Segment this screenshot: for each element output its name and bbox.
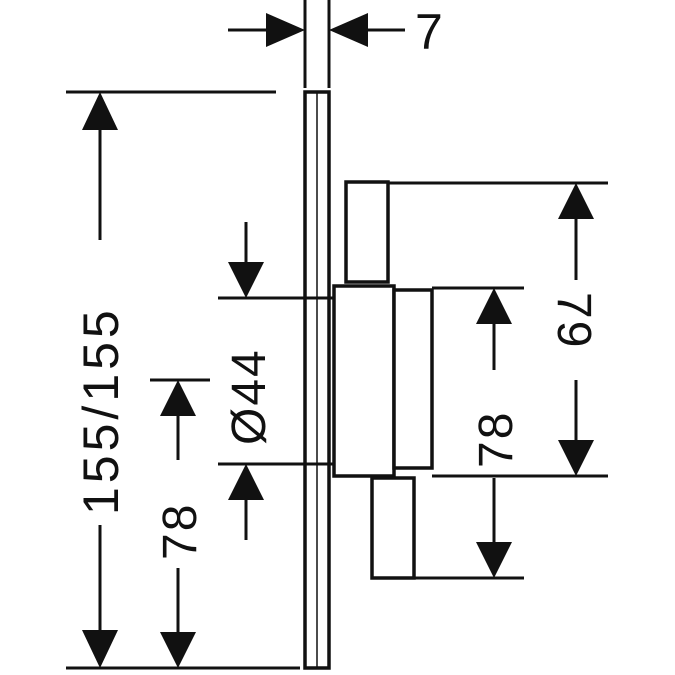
arrow-down-icon xyxy=(160,632,196,668)
diameter-dimension: Ø44 xyxy=(218,222,334,540)
cover-plate xyxy=(303,90,331,670)
center-to-top-dimension: 79 xyxy=(388,181,608,478)
arrow-up-icon xyxy=(228,464,264,500)
arrow-up-icon xyxy=(82,92,118,130)
diameter-label: Ø44 xyxy=(223,348,276,445)
arrow-down-icon xyxy=(228,262,264,298)
thickness-dimension: 7 xyxy=(228,0,447,88)
lower-knob xyxy=(370,476,416,580)
arrow-up-icon xyxy=(160,380,196,416)
arrow-down-icon xyxy=(558,440,594,476)
center-to-top-label: 79 xyxy=(547,292,600,349)
arrow-up-icon xyxy=(476,288,512,324)
arrow-down-icon xyxy=(82,630,118,668)
lower-half-label: 78 xyxy=(154,503,207,560)
plate-height-dimension: 155/155 xyxy=(66,90,300,670)
arrow-right-icon xyxy=(266,13,305,47)
arrow-left-icon xyxy=(329,13,368,47)
plate-height-label: 155/155 xyxy=(73,306,129,515)
arrow-down-icon xyxy=(476,542,512,578)
lower-half-dimension: 78 xyxy=(150,378,210,668)
upper-knob xyxy=(344,180,390,284)
center-to-bottom-dimension: 78 xyxy=(414,286,524,580)
thickness-label: 7 xyxy=(415,4,447,60)
center-to-bottom-label: 78 xyxy=(470,411,523,468)
arrow-up-icon xyxy=(558,183,594,219)
central-body xyxy=(332,284,434,478)
